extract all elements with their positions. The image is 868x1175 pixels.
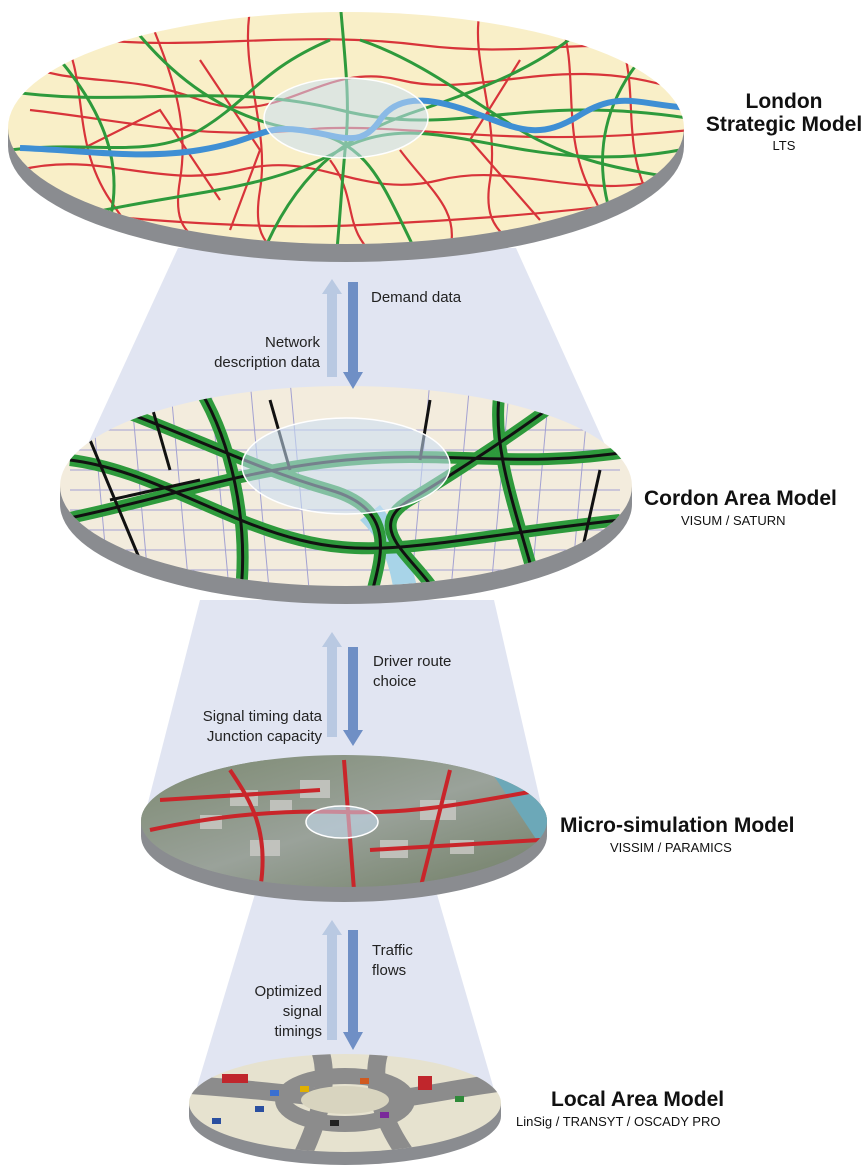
signal-timing-label: Signal timing data Junction capacity [150, 707, 322, 747]
optimized-timings-label: Optimized signal timings [180, 982, 322, 1042]
strategic-model-title-line2: Strategic Model [705, 113, 863, 136]
downward-arrow-3 [343, 930, 363, 1050]
strategic-focus-area [263, 77, 429, 159]
strategic-model-title: London Strategic Model [700, 90, 868, 136]
driver-route-choice-label: Driver route choice [373, 652, 451, 692]
driver-route-choice-line1: Driver route [373, 653, 452, 670]
optimized-timings-line2: signal [282, 1003, 322, 1020]
cordon-model-subtitle: VISUM / SATURN [681, 513, 786, 528]
network-description-line1: Network [264, 334, 320, 351]
traffic-flows-label: Traffic flows [372, 941, 413, 981]
flow-arrows-1 [322, 279, 363, 389]
strategic-road-map [8, 12, 684, 244]
microsim-model-subtitle: VISSIM / PARAMICS [610, 840, 732, 855]
local-model-disc [189, 1054, 501, 1165]
signal-timing-line2: Junction capacity [206, 728, 322, 745]
flow-arrows-2 [322, 632, 363, 746]
upward-arrow-2 [322, 632, 342, 737]
signal-timing-line1: Signal timing data [202, 708, 322, 725]
demand-data-line1: Demand data [371, 289, 462, 306]
microsim-aerial-view [141, 759, 547, 887]
microsim-model-title: Micro-simulation Model [560, 814, 795, 837]
strategic-model-disc [8, 12, 684, 262]
downward-arrow-2 [343, 647, 363, 746]
network-description-line2: description data [214, 354, 320, 371]
projection-beam-3 [190, 884, 500, 1110]
microsim-focus-area [305, 805, 379, 839]
traffic-flows-line2: flows [372, 962, 407, 979]
traffic-flows-line1: Traffic [372, 942, 413, 959]
local-model-subtitle: LinSig / TRANSYT / OSCADY PRO [516, 1114, 721, 1129]
demand-data-label: Demand data [371, 288, 461, 308]
upward-arrow-1 [322, 279, 342, 377]
strategic-model-title-line1: London [745, 90, 823, 113]
local-model-title: Local Area Model [551, 1088, 725, 1111]
strategic-model-subtitle: LTS [772, 138, 796, 153]
cordon-model-title: Cordon Area Model [644, 487, 837, 510]
cordon-model-disc [60, 386, 632, 604]
driver-route-choice-line2: choice [373, 673, 417, 690]
upward-arrow-3 [322, 920, 342, 1040]
optimized-timings-line1: Optimized [254, 983, 322, 1000]
flow-arrows-3 [322, 920, 363, 1050]
optimized-timings-line3: timings [274, 1023, 322, 1040]
network-description-label: Network description data [150, 333, 320, 373]
downward-arrow-1 [343, 282, 363, 389]
cordon-focus-area [241, 417, 451, 515]
roundabout-junction [189, 1054, 501, 1152]
microsim-model-disc [141, 755, 547, 902]
